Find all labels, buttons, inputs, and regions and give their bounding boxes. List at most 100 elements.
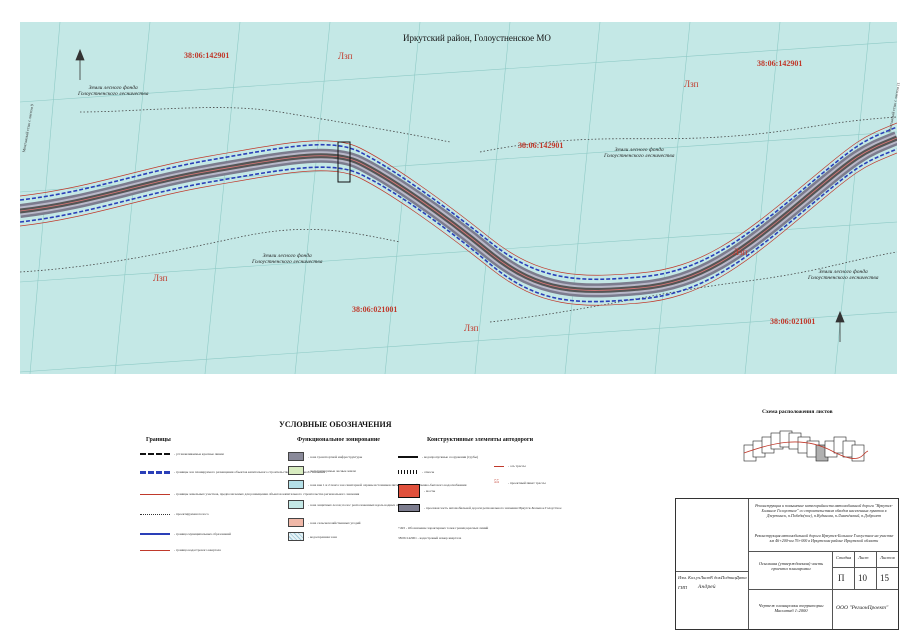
legend-text: - зона сельскохозяйственных угодий <box>308 520 361 525</box>
legend-item: - границы зон планируемого размещения об… <box>140 470 325 474</box>
district-title: Иркутский район, Голоустненское МО <box>403 33 551 43</box>
legend-item: - водопропускные сооружения (трубы) <box>398 455 478 459</box>
legend-item: - водоохранная зона <box>288 532 337 541</box>
legend-col1-title: Границы <box>146 437 171 443</box>
forest-zone-swatch <box>288 466 304 475</box>
legend-text: - проезжая часть автомобильной дороги ре… <box>424 506 562 510</box>
agri-zone-swatch <box>288 518 304 527</box>
signer-name: Андрей <box>698 585 716 590</box>
forest-label: Земли лесного фонда Голоустненского лесн… <box>78 85 149 97</box>
picket-swatch: 55 <box>494 480 499 485</box>
black-dashed-swatch <box>140 453 170 455</box>
cadastral-label: 38:06:142901 <box>518 141 564 150</box>
forest-label: Земли лесного фонда Голоустненского лесн… <box>252 253 323 265</box>
zone-label: Лзп <box>464 323 479 333</box>
map-canvas <box>20 22 897 374</box>
cadastral-label: 38:06:142901 <box>184 51 230 60</box>
legend-text: - устанавливаемые красные линии <box>174 452 224 456</box>
legend-col2-title: Функциональное зонирование <box>297 437 380 443</box>
red-thin-swatch <box>140 549 170 551</box>
project-title: Реконструкция и повышение категорийности… <box>755 503 893 518</box>
stage-value: П <box>838 573 845 583</box>
legend-text: - граница кадастрового квартала <box>174 548 221 552</box>
cadastral-label: 38:06:021001 <box>770 317 816 326</box>
legend-text: - зона транспортной инфраструктуры <box>308 454 363 459</box>
signer-role: ГИП <box>678 585 688 590</box>
forest-label: Земли лесного фонда Голоустненского лесн… <box>808 269 879 281</box>
drawing-title: Чертеж планировки территории Масштаб 1:2… <box>758 603 824 613</box>
legend-note: 38:06:142901 - кадастровый номер квартал… <box>398 536 462 540</box>
cadastral-label: 38:06:021001 <box>352 305 398 314</box>
header-cell: Лист <box>700 575 711 580</box>
legend-item: - зона вне 1 и 2 пояса зон санитарной ох… <box>288 480 466 489</box>
legend-item: - граница муниципальных образований <box>140 532 231 536</box>
legend-text: - откосы <box>422 470 435 474</box>
legend-item: - зона сельскохозяйственных угодий <box>288 518 361 527</box>
legend-col3-title: Конструктивные элементы автодороги <box>427 437 534 443</box>
header-cell: Кол.уч <box>688 575 701 580</box>
zone-label: Лзп <box>338 51 353 61</box>
legend-item: - проектируемая полоса <box>140 512 208 516</box>
header-cell: Подпись <box>721 575 738 580</box>
legend-text: - ось трассы <box>508 464 526 468</box>
blue-solid-swatch <box>140 533 170 535</box>
legend-item: - устанавливаемые красные линии <box>140 452 224 456</box>
legend-item: - зона транспортной инфраструктуры <box>288 452 362 461</box>
legend-note: +493 - Обозначение характерных точек гра… <box>398 526 489 530</box>
legend-item: 55 - проектный пикет трассы <box>494 480 546 485</box>
legend-item: - граница кадастрового квартала <box>140 548 221 552</box>
legend-text: - проектируемая полоса <box>174 512 209 516</box>
legend-text: - проектный пикет трассы <box>508 480 546 485</box>
legend-text: - границы земельных участков, предполага… <box>174 492 360 496</box>
transport-zone-swatch <box>288 452 304 461</box>
roadway-swatch <box>398 504 420 512</box>
legend-item: - откосы <box>398 470 434 474</box>
stage-label: Стадия <box>836 555 852 560</box>
header-cell: N док. <box>710 575 722 580</box>
protective-zone-swatch <box>288 500 304 509</box>
legend-text: - эксплуатируемые лесные земли <box>308 468 356 473</box>
legend-text: - водопропускные сооружения (трубы) <box>422 455 479 459</box>
legend-text: - граница муниципальных образований <box>174 532 231 536</box>
legend-item: - эксплуатируемые лесные земли <box>288 466 356 475</box>
dotted-swatch <box>140 513 170 515</box>
legend-text: - зона защитных лесов; полос расположенн… <box>308 502 409 507</box>
sheet-value: 10 <box>858 573 867 583</box>
sheets-label: Листов <box>880 555 895 560</box>
project-subtitle: Реконструкция автомобильной дороги Иркут… <box>754 533 894 543</box>
legend-text: - водоохранная зона <box>308 534 337 539</box>
sanitary-zone-swatch <box>288 480 304 489</box>
bridge-swatch <box>398 484 420 498</box>
legend-title: УСЛОВНЫЕ ОБОЗНАЧЕНИЯ <box>279 420 392 429</box>
axis-swatch <box>494 465 504 467</box>
zone-label: Лзп <box>684 79 699 89</box>
scheme-title: Схема расположения листов <box>762 409 833 415</box>
map-area: Иркутский район, Голоустненское МО 38:06… <box>20 22 901 374</box>
blue-dashed-swatch <box>140 470 170 474</box>
zone-label: Лзп <box>733 247 748 257</box>
sheet-scheme <box>743 430 869 462</box>
legend-item: - ось трассы <box>494 464 526 468</box>
water-zone-swatch <box>288 532 304 541</box>
zone-label: Лзп <box>153 273 168 283</box>
legend-text: - зона вне 1 и 2 пояса зон санитарной ох… <box>308 482 467 487</box>
forest-label: Земли лесного фонда Голоустненского лесн… <box>604 147 675 159</box>
title-block: Реконструкция и повышение категорийности… <box>675 498 899 630</box>
legend-text: - границы зон планируемого размещения об… <box>174 470 325 474</box>
header-cell: Изм. <box>678 575 687 580</box>
legend-item: - зона защитных лесов; полос расположенн… <box>288 500 409 509</box>
culvert-swatch <box>398 456 418 458</box>
slope-swatch <box>398 470 418 474</box>
sheets-value: 15 <box>880 573 889 583</box>
legend-item: - границы земельных участков, предполага… <box>140 492 359 496</box>
legend-item: - мосты <box>398 484 435 498</box>
section-title: Основная (утверждаемая) часть проекта пл… <box>758 561 824 571</box>
cadastral-label: 38:06:142901 <box>757 59 803 68</box>
header-cell: Дата <box>736 575 747 580</box>
organization: ООО "РегионПроект" <box>836 605 889 611</box>
legend-item: - проезжая часть автомобильной дороги ре… <box>398 504 562 512</box>
legend-text: - мосты <box>424 489 436 493</box>
sheet-label: Лист <box>858 555 869 560</box>
red-line-swatch <box>140 493 170 495</box>
